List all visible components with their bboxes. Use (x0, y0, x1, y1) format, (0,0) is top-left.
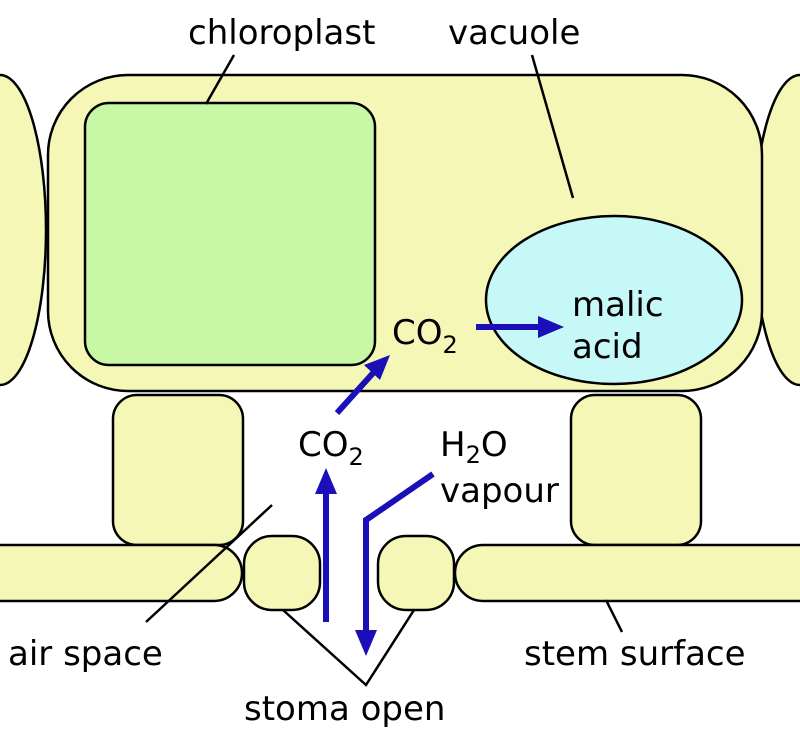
chloroplast-leader (204, 54, 236, 105)
chloroplast-label: chloroplast (188, 13, 375, 53)
acid-label: acid (572, 327, 643, 367)
right-support-cell (569, 393, 703, 547)
co2-cell-main: CO (392, 313, 443, 353)
stem-surface-leader (604, 599, 624, 633)
h2o-o: O (481, 425, 508, 465)
stem-surface-right (453, 543, 800, 603)
stem-surface-left (0, 543, 244, 603)
co2-into-cell-arrowhead (364, 355, 390, 380)
malic-label: malic (572, 285, 664, 325)
left-neighbor-cell (0, 73, 48, 387)
stem-surface-label: stem surface (524, 634, 746, 674)
co2-cell-sub: 2 (443, 331, 458, 359)
h2o-label: H2O (440, 425, 508, 469)
co2-cell-label: CO2 (392, 313, 458, 359)
vapour-label: vapour (440, 471, 559, 511)
co2-entry-arrowhead (315, 468, 337, 494)
h2o-exit-arrowhead (355, 630, 377, 656)
stoma-open-label: stoma open (244, 689, 445, 729)
co2-into-cell-arrow (334, 369, 377, 416)
h2o-exit-arrow (363, 471, 435, 632)
co2-air-main: CO (298, 425, 349, 465)
guard-cell-right (376, 534, 456, 612)
co2-air-label: CO2 (298, 425, 364, 471)
air-space-label: air space (8, 634, 163, 674)
vacuole-leader (530, 54, 575, 199)
vacuole-label: vacuole (448, 13, 580, 53)
vacuole (484, 214, 744, 386)
co2-to-malic-arrowhead (538, 316, 564, 338)
guard-cell-left (242, 534, 322, 612)
left-support-cell (111, 393, 245, 547)
air-space-leader (145, 504, 273, 623)
co2-air-sub: 2 (349, 443, 364, 471)
chloroplast (83, 101, 377, 367)
stoma-open-leader (282, 609, 416, 687)
h2o-sub: 2 (466, 441, 481, 469)
h2o-h: H (440, 425, 466, 465)
